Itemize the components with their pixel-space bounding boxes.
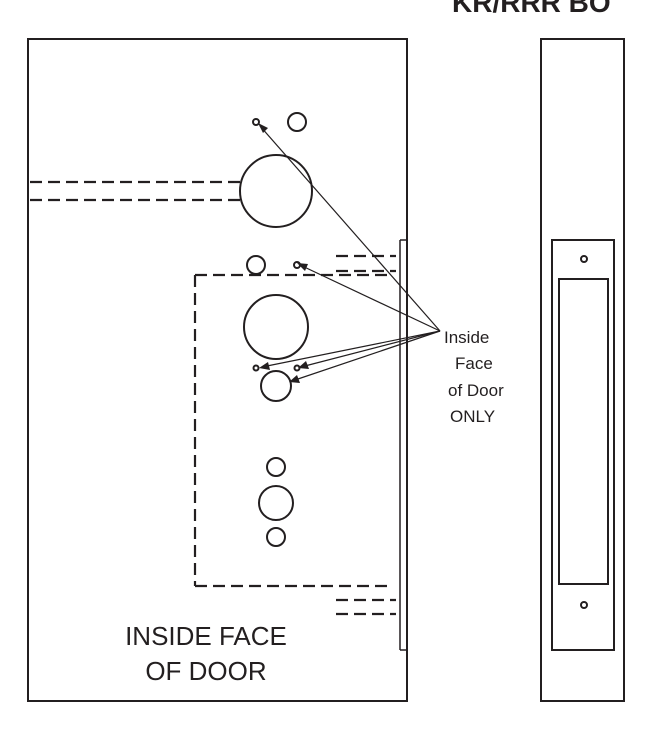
callout-line-2: Face	[455, 354, 493, 373]
arrowhead-mid-hole	[297, 263, 308, 271]
mount-hole-small-top	[252, 118, 260, 126]
mortise-pocket-dashed	[193, 273, 392, 588]
edge-plate-notch	[399, 239, 407, 651]
header-title: KR/RRR BO	[452, 0, 611, 18]
leader-to-right-hole	[300, 330, 441, 368]
faceplate-screw-top	[580, 255, 588, 263]
callout-text: Inside Face of Door ONLY	[444, 328, 504, 426]
edge-faceplate	[551, 239, 615, 651]
large-bore-middle	[243, 294, 309, 360]
hole-top-right	[287, 112, 307, 132]
door-face-label: INSIDE FACE OF DOOR	[125, 621, 287, 686]
hole-mid-left	[246, 255, 266, 275]
arrowhead-top-hole	[258, 123, 268, 133]
hole-lower-center	[258, 485, 294, 521]
face-label-line-2: OF DOOR	[145, 656, 266, 686]
leader-to-bore-hole	[291, 330, 441, 382]
hole-lower-bottom	[266, 527, 286, 547]
face-label-line-1: INSIDE FACE	[125, 621, 287, 651]
leader-to-top-hole	[259, 125, 441, 332]
callout-leaders	[258, 123, 441, 383]
faceplate-screw-bottom	[580, 601, 588, 609]
callout-line-1: Inside	[444, 328, 489, 347]
arrowhead-left-hole	[259, 362, 270, 370]
callout-line-4: ONLY	[450, 407, 495, 426]
callout-line-3: of Door	[448, 381, 504, 400]
leader-to-mid-hole	[299, 264, 441, 332]
door-face-outline	[27, 38, 408, 702]
edge-mortise-opening	[558, 278, 609, 585]
hole-lower-top	[266, 457, 286, 477]
leader-to-left-hole	[261, 330, 441, 368]
hole-below-bore	[260, 370, 292, 402]
arrowhead-bore-hole	[289, 375, 300, 383]
large-bore-top	[239, 154, 313, 228]
door-edge-outline	[540, 38, 625, 702]
mount-hole-small-left	[252, 364, 260, 372]
arrowhead-right-hole	[298, 361, 309, 369]
